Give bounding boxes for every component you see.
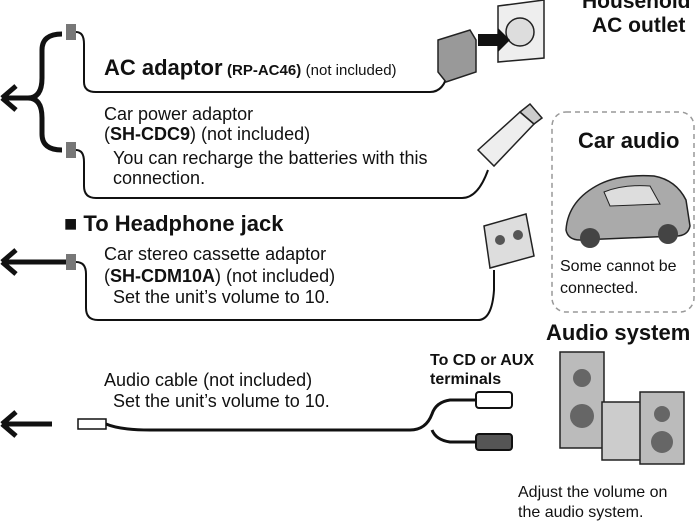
audio-system-title: Audio system [546, 320, 691, 345]
cassette-wire [75, 261, 495, 321]
audio-cable [105, 398, 476, 444]
audio-system-illustration [559, 351, 685, 465]
ac-adaptor-name: AC adaptor [104, 55, 223, 80]
audio-plug [77, 418, 107, 430]
ac-adaptor-label: AC adaptor (RP-AC46) (not included) [104, 55, 397, 80]
rca-plug-red [475, 433, 513, 451]
rca-plug-white [475, 391, 513, 409]
headphone-heading-text: To Headphone jack [83, 211, 284, 236]
car-power-line1: Car power adaptor [104, 104, 254, 124]
plug-ac [66, 24, 76, 40]
cassette-line2: (SH-CDM10A) (not included) [104, 266, 336, 286]
car-power-cable [75, 149, 489, 199]
audio-cable-line2: Set the unit’s volume to 10. [113, 391, 330, 411]
arrow-left-top [0, 84, 28, 112]
ac-adaptor-illustration [437, 0, 545, 83]
outlet-label-line2: AC outlet [592, 14, 686, 37]
cassette-illustration [483, 213, 535, 269]
car-power-line4: connection. [113, 168, 206, 188]
outlet-label-line1: Household [582, 0, 691, 13]
car-audio-note-line2: connected. [560, 280, 639, 297]
group-bracket [27, 31, 63, 153]
ac-adaptor-model: (RP-AC46) [227, 62, 302, 79]
car-illustration [565, 174, 691, 248]
terminals-line2: terminals [430, 371, 502, 388]
audio-system-note-line1: Adjust the volume on [518, 484, 668, 501]
car-power-line2: (SH-CDC9) (not included) [104, 124, 311, 144]
plug-headphone-cassette [66, 254, 76, 270]
audio-system-note-line2: the audio system. [518, 504, 644, 521]
ac-cable [75, 31, 449, 93]
ac-adaptor-note: (not included) [305, 62, 397, 79]
car-audio-box [551, 111, 695, 313]
arrow-left-audio [0, 410, 52, 438]
cassette-cable [0, 248, 66, 276]
headphone-heading: ■ To Headphone jack [64, 211, 284, 236]
cassette-note: (not included) [226, 266, 336, 286]
cassette-model: SH-CDM10A [110, 266, 216, 286]
car-power-line3: You can recharge the batteries with this [113, 148, 428, 168]
car-power-model: SH-CDC9 [110, 124, 191, 144]
car-power-note: (not included) [201, 124, 311, 144]
car-audio-note-line1: Some cannot be [560, 258, 677, 275]
car-audio-title: Car audio [578, 128, 680, 153]
plug-car-power [66, 142, 76, 158]
car-power-adaptor-illustration [476, 102, 544, 168]
cassette-line3: Set the unit’s volume to 10. [113, 287, 330, 307]
cassette-line1: Car stereo cassette adaptor [104, 244, 327, 264]
audio-cable-line1: Audio cable (not included) [104, 370, 313, 390]
terminals-line1: To CD or AUX [430, 352, 534, 369]
